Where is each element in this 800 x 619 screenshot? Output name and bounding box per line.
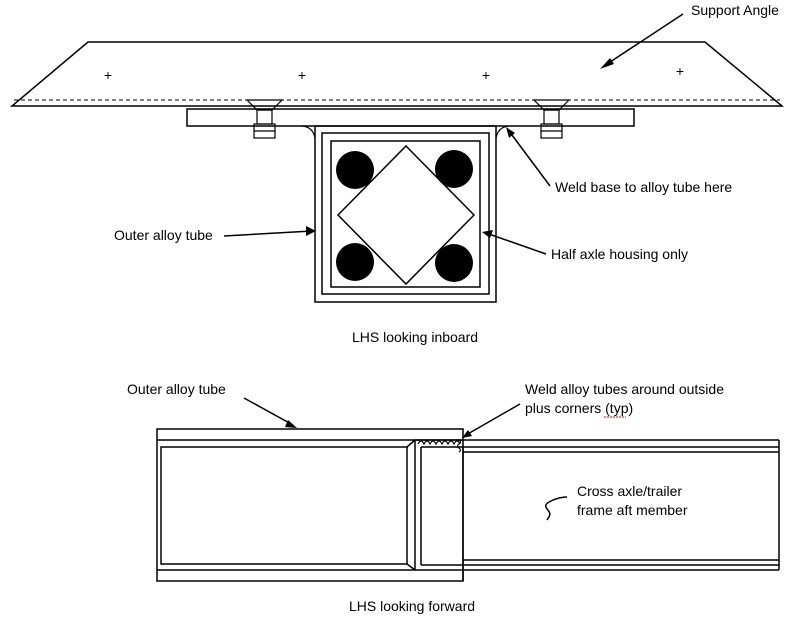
label-outer-tube-bottom: Outer alloy tube — [127, 381, 226, 397]
label-half-axle: Half axle housing only — [551, 246, 688, 262]
half-axle-diamond — [336, 144, 476, 286]
caption-bottom-view: LHS looking forward — [349, 598, 475, 614]
bolt-right — [532, 99, 571, 139]
leader-weld-tubes — [462, 403, 521, 438]
caption-top-view: LHS looking inboard — [352, 329, 478, 345]
rubber-cord — [336, 243, 374, 281]
half-axle-housing — [330, 140, 481, 288]
label-cross-member-1: Cross axle/trailer — [577, 483, 682, 499]
plus-mark: + — [676, 63, 684, 79]
bolt-left — [245, 99, 284, 139]
leader-support-angle — [600, 13, 684, 69]
leader-outer-tube-bottom — [243, 397, 297, 428]
rubber-cord — [435, 244, 473, 282]
weld-bead-vertical — [456, 439, 462, 453]
outer-tube-inner-box — [160, 446, 408, 565]
label-weld-tubes-2: plus corners (typ) — [525, 400, 633, 416]
label-support-angle: Support Angle — [691, 2, 779, 18]
top-view: + + + + — [9, 2, 785, 345]
plus-mark: + — [482, 67, 490, 83]
weld-fillet-left — [301, 125, 316, 139]
label-cross-member-2: frame aft member — [577, 502, 688, 518]
leader-weld-base — [506, 127, 551, 187]
label-outer-tube-top: Outer alloy tube — [114, 227, 213, 243]
label-weld-tubes-1: Weld alloy tubes around outside — [525, 381, 724, 397]
rubber-cord — [336, 151, 374, 189]
bottom-view: Outer alloy tube Weld alloy tubes around… — [127, 381, 780, 614]
leader-cross-member — [544, 496, 568, 521]
leader-half-axle — [482, 230, 547, 255]
outer-alloy-tube — [314, 125, 497, 303]
plus-mark: + — [298, 67, 306, 83]
support-angle-plate — [9, 41, 785, 107]
leader-outer-tube-top — [223, 226, 316, 237]
plus-mark: + — [104, 67, 112, 83]
label-weld-base: Weld base to alloy tube here — [555, 179, 732, 195]
cross-member — [415, 439, 780, 581]
outer-tube-side — [156, 428, 464, 582]
rubber-cord — [435, 150, 473, 188]
weld-bead — [417, 440, 461, 446]
outer-alloy-tube-inner-wall — [321, 132, 490, 295]
